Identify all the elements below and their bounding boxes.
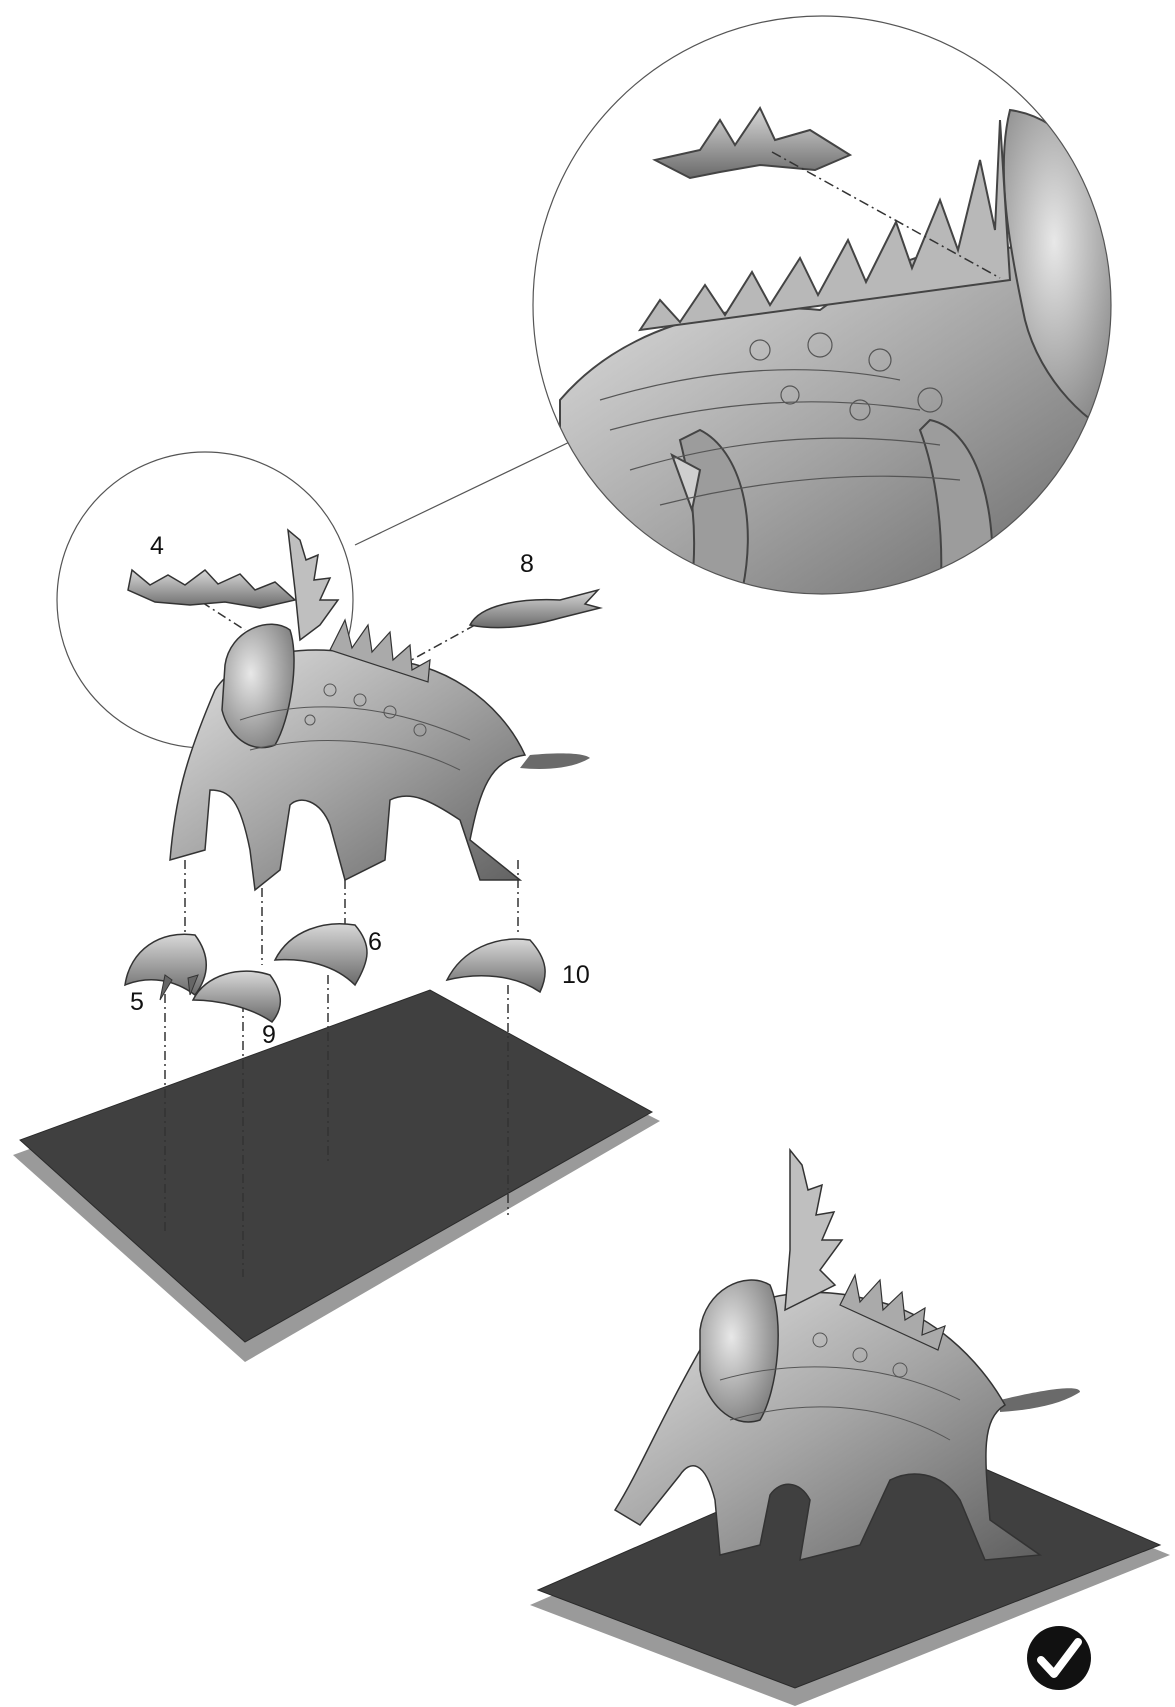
zoom-detail-view <box>530 10 1130 620</box>
base-exploded <box>13 990 660 1362</box>
part-label-6: 6 <box>368 928 382 956</box>
part-label-4: 4 <box>150 532 164 560</box>
part-label-5: 5 <box>130 988 144 1016</box>
claw-part-9 <box>193 971 280 1022</box>
part-label-9: 9 <box>262 1021 276 1049</box>
zoom-callout <box>57 10 1130 748</box>
completed-assembly <box>530 1150 1170 1706</box>
check-circle-icon <box>1027 1626 1091 1690</box>
claw-part-6 <box>275 924 367 985</box>
claw-part-10 <box>447 939 545 992</box>
spine-part-4 <box>128 570 295 608</box>
spine-part-8 <box>470 590 600 628</box>
exploded-assembly: 4 8 5 6 9 10 <box>13 530 660 1362</box>
part-label-10: 10 <box>562 961 590 989</box>
part-label-8: 8 <box>520 550 534 578</box>
